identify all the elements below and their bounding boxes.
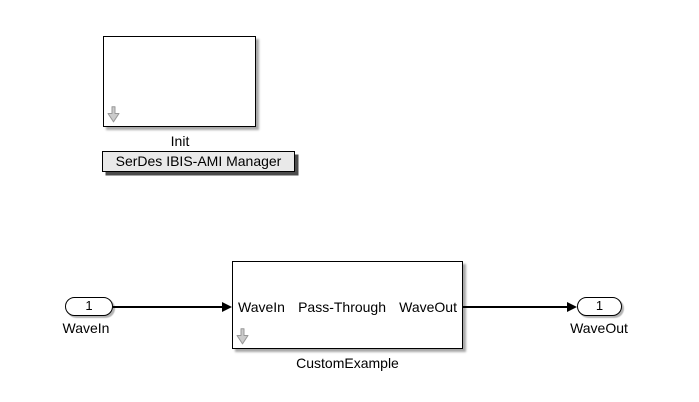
outport-block[interactable]: 1 [577,297,622,316]
custom-block-input-port-label: WaveIn [238,299,285,315]
open-subsystem-arrow-icon[interactable] [107,106,120,123]
outport-number: 1 [595,298,604,313]
outport-label: WaveOut [570,320,628,336]
serdes-ibis-ami-manager-annotation[interactable]: SerDes IBIS-AMI Manager [102,151,295,172]
signal-line-waveout[interactable] [463,306,568,308]
inport-number: 1 [85,298,93,313]
signal-arrowhead-waveout[interactable] [567,301,577,312]
inport-label: WaveIn [62,320,110,336]
custom-block-center-text: Pass-Through [298,299,387,315]
custom-block-output-port-label: WaveOut [399,299,457,315]
signal-line-wavein[interactable] [113,306,223,308]
signal-arrowhead-wavein[interactable] [222,301,232,312]
init-block-label: Init [170,133,190,149]
custom-example-subsystem-block[interactable]: WaveIn Pass-Through WaveOut [232,261,463,349]
custom-example-block-label: CustomExample [296,355,399,371]
init-subsystem-block[interactable] [103,36,256,127]
open-subsystem-arrow-icon[interactable] [236,328,249,345]
inport-block[interactable]: 1 [65,297,113,316]
